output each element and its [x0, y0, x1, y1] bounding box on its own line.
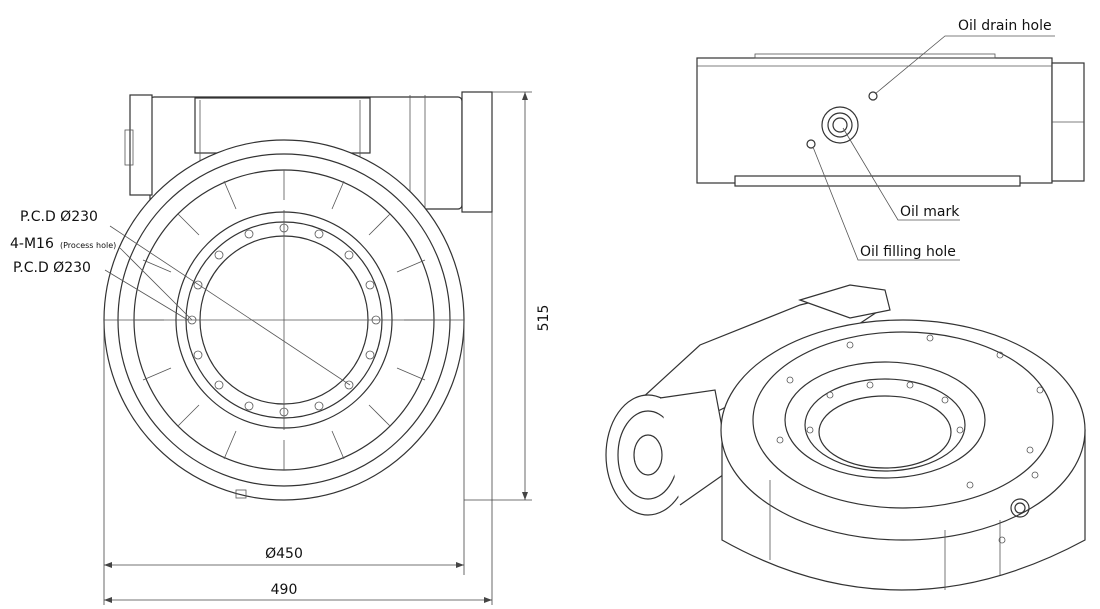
outer-width-dimension: 490: [271, 582, 298, 598]
oil-drain-hole-callout: Oil drain hole: [958, 18, 1052, 34]
oil-mark-callout: Oil mark: [900, 204, 960, 220]
oil-filling-hole-callout: Oil filling hole: [860, 244, 956, 260]
isometric-view: [605, 284, 1086, 591]
dimension-lines: [103, 91, 532, 605]
pcd-label-bottom: P.C.D Ø230: [13, 260, 91, 276]
slewing-body: [103, 139, 465, 501]
pcd-label-top: P.C.D Ø230: [20, 209, 98, 225]
inner-width-dimension: Ø450: [265, 546, 303, 562]
side-view: Oil drain hole Oil mark Oil filling hole: [696, 18, 1085, 261]
m16-label: 4-M16: [10, 236, 54, 252]
front-view: P.C.D Ø230 4-M16 (Process hole) P.C.D Ø2…: [10, 91, 552, 605]
height-dimension: 515: [536, 305, 552, 332]
process-hole-note: (Process hole): [60, 241, 116, 250]
